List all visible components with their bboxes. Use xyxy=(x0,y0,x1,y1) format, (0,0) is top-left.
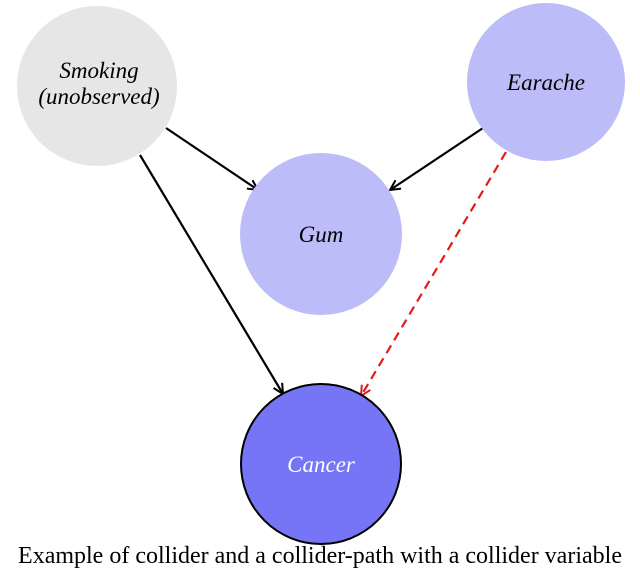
edge-earache-cancer xyxy=(361,151,507,396)
node-smoking-label: Smoking xyxy=(59,58,138,83)
node-gum-circle xyxy=(240,153,402,315)
node-smoking-circle xyxy=(17,6,177,166)
node-gum-label: Gum xyxy=(299,222,344,247)
node-earache-label: Earache xyxy=(506,70,585,95)
node-smoking-sublabel: (unobserved) xyxy=(38,84,159,109)
edge-earache-gum xyxy=(390,127,484,190)
node-gum: Gum xyxy=(240,153,402,315)
node-cancer: Cancer xyxy=(240,383,402,545)
node-earache-circle xyxy=(467,3,625,161)
node-earache: Earache xyxy=(467,3,625,161)
edge-smoking-cancer xyxy=(139,154,283,394)
node-smoking: Smoking (unobserved) xyxy=(17,6,177,166)
node-cancer-label: Cancer xyxy=(287,452,356,477)
node-cancer-circle xyxy=(240,383,402,545)
edge-smoking-gum xyxy=(165,127,258,190)
figure-caption: Example of collider and a collider-path … xyxy=(18,543,622,569)
